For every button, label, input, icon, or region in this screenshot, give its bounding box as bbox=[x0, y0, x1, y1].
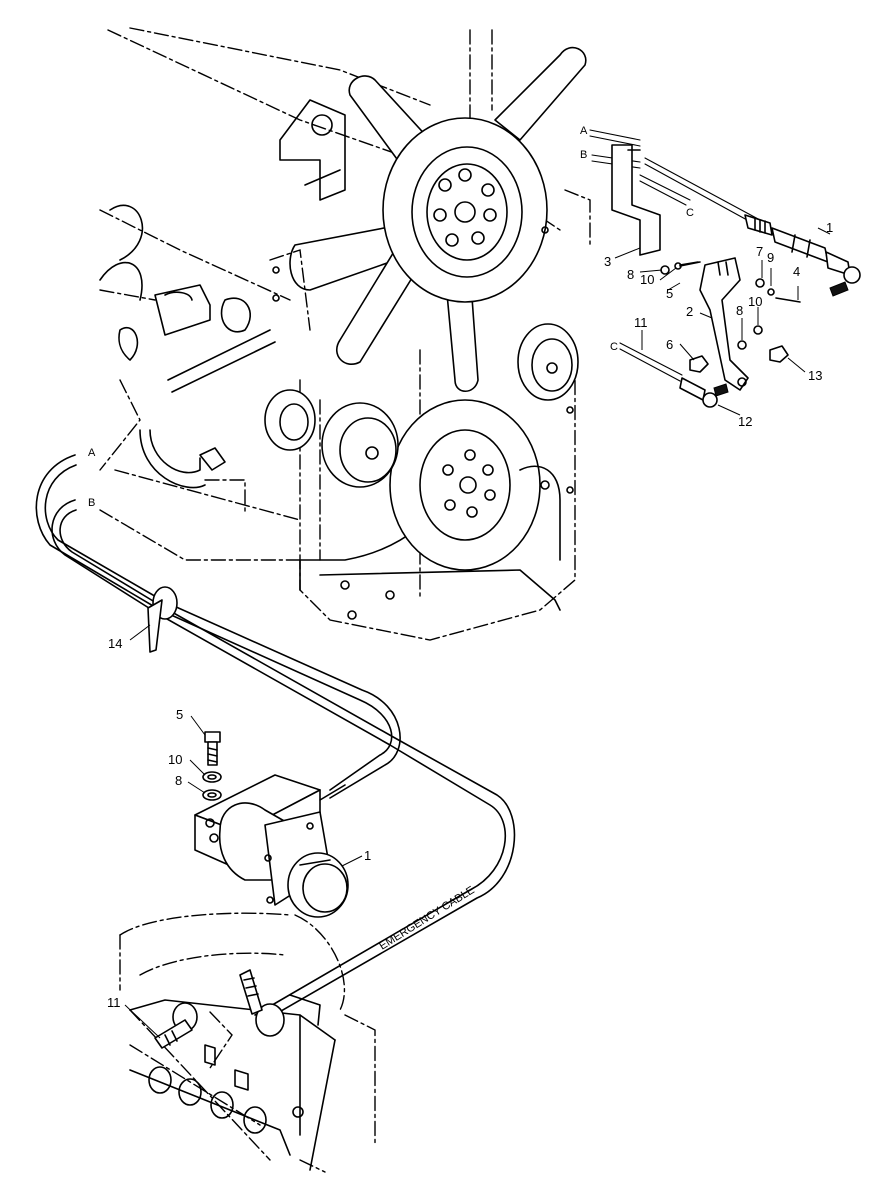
callout-7: 7 bbox=[756, 244, 763, 259]
callout-3: 3 bbox=[604, 254, 611, 269]
callout-2: 2 bbox=[686, 304, 693, 319]
callout-11-bottom: 11 bbox=[107, 995, 121, 1010]
callout-1-top: 1 bbox=[826, 220, 833, 235]
callout-14: 14 bbox=[108, 636, 122, 651]
connector-c-left: C bbox=[610, 341, 618, 353]
callout-10-a: 10 bbox=[640, 272, 654, 287]
callout-5-mid: 5 bbox=[176, 707, 183, 722]
timing-cover bbox=[264, 226, 579, 641]
callout-8-a: 8 bbox=[627, 267, 634, 282]
callout-13: 13 bbox=[808, 368, 822, 383]
connector-a-left: A bbox=[88, 447, 96, 459]
callout-1-mid: 1 bbox=[364, 848, 371, 863]
cooling-fan bbox=[289, 46, 587, 393]
callout-9: 9 bbox=[767, 250, 774, 265]
connector-a-top: A bbox=[580, 125, 588, 137]
connector-b-left: B bbox=[88, 497, 95, 509]
callout-8-mid: 8 bbox=[175, 773, 182, 788]
control-cables bbox=[35, 454, 516, 1023]
callout-5-top: 5 bbox=[666, 286, 673, 301]
control-panel bbox=[119, 912, 376, 1173]
solenoid-assembly bbox=[194, 731, 349, 918]
callout-10-mid: 10 bbox=[168, 752, 182, 767]
callout-6: 6 bbox=[666, 337, 673, 352]
callout-4: 4 bbox=[793, 264, 800, 279]
leader-lines bbox=[124, 227, 831, 1039]
callout-11-top: 11 bbox=[634, 315, 648, 330]
callout-10-b: 10 bbox=[748, 294, 762, 309]
connector-b-top: B bbox=[580, 149, 587, 161]
callout-8-b: 8 bbox=[736, 303, 743, 318]
throttle-linkage bbox=[589, 129, 861, 408]
emergency-cable-label: EMERGENCY CABLE bbox=[377, 884, 476, 952]
callout-12: 12 bbox=[738, 414, 752, 429]
connector-c-top: C bbox=[686, 207, 694, 219]
engine-block bbox=[99, 27, 591, 561]
